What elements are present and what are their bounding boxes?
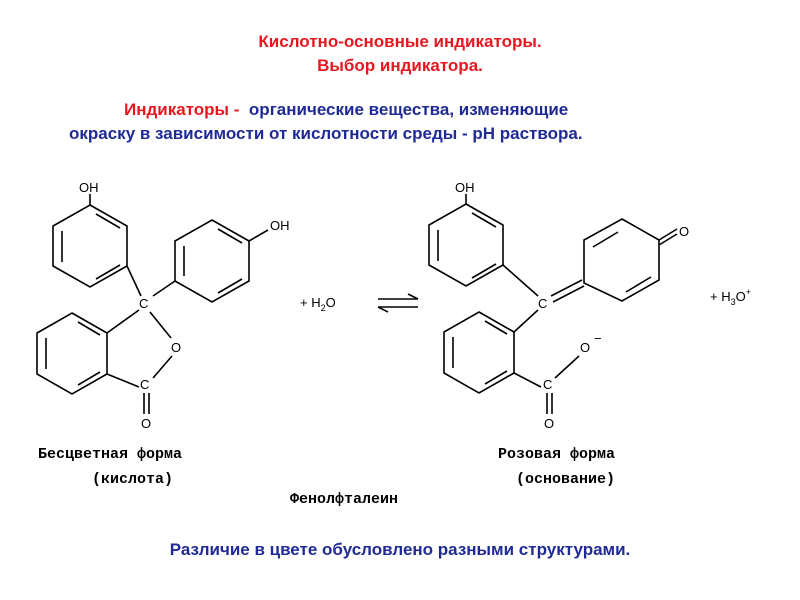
left-phenol-ring-right [174,219,250,303]
definition-line-2: окраску в зависимости от кислотности сре… [69,124,583,143]
right-quinoid-ring [583,218,660,302]
equilibrium-center: + H2O [300,293,419,313]
product-hydronium: + H3O+ [710,287,751,307]
slide-title-line-1: Кислотно-основные индикаторы. [258,32,542,51]
definition-line-1: Индикаторы - органические вещества, изме… [124,100,568,120]
reagent-water: + H2O [300,295,336,313]
right-oh-top-label: OH [455,180,475,195]
left-caption-line-2: (кислота) [92,471,173,488]
left-structure: OH OH C O C O Бесцветная форма (кислота) [36,180,290,488]
right-benzene-ring [443,311,515,394]
left-carbonyl-carbon: C [140,377,149,392]
right-carbonyl-oxygen: O [544,416,554,431]
left-central-carbon: C [139,296,148,311]
right-oxygen-minus: O [580,340,590,355]
right-caption-line-1: Розовая форма [498,446,615,463]
equilibrium-arrows-icon [377,293,419,313]
right-oxo-oxygen: O [679,224,689,239]
right-minus-sign: − [594,331,602,346]
compound-name: Фенолфталеин [290,491,398,508]
left-ring-oxygen: O [171,340,181,355]
right-structure: OH C O + H3O+ C O − O Розовая форма (осн… [428,180,751,488]
left-phenol-ring-top [52,204,128,288]
right-central-carbon: C [538,296,547,311]
left-caption-line-1: Бесцветная форма [38,446,182,463]
right-carboxylate-carbon: C [543,377,552,392]
right-phenol-ring [428,203,504,287]
right-caption-line-2: (основание) [516,471,615,488]
definition-term: Индикаторы - [124,100,240,119]
left-benzene-ring [36,312,108,395]
definition-text-1: органические вещества, изменяющие [248,100,569,119]
left-carbonyl-oxygen: O [141,416,151,431]
left-oh-right-label: OH [270,218,290,233]
slide-title-line-2: Выбор индикатора. [317,56,483,75]
bottom-note: Различие в цвете обусловлено разными стр… [169,540,631,559]
left-oh-top-label: OH [79,180,99,195]
